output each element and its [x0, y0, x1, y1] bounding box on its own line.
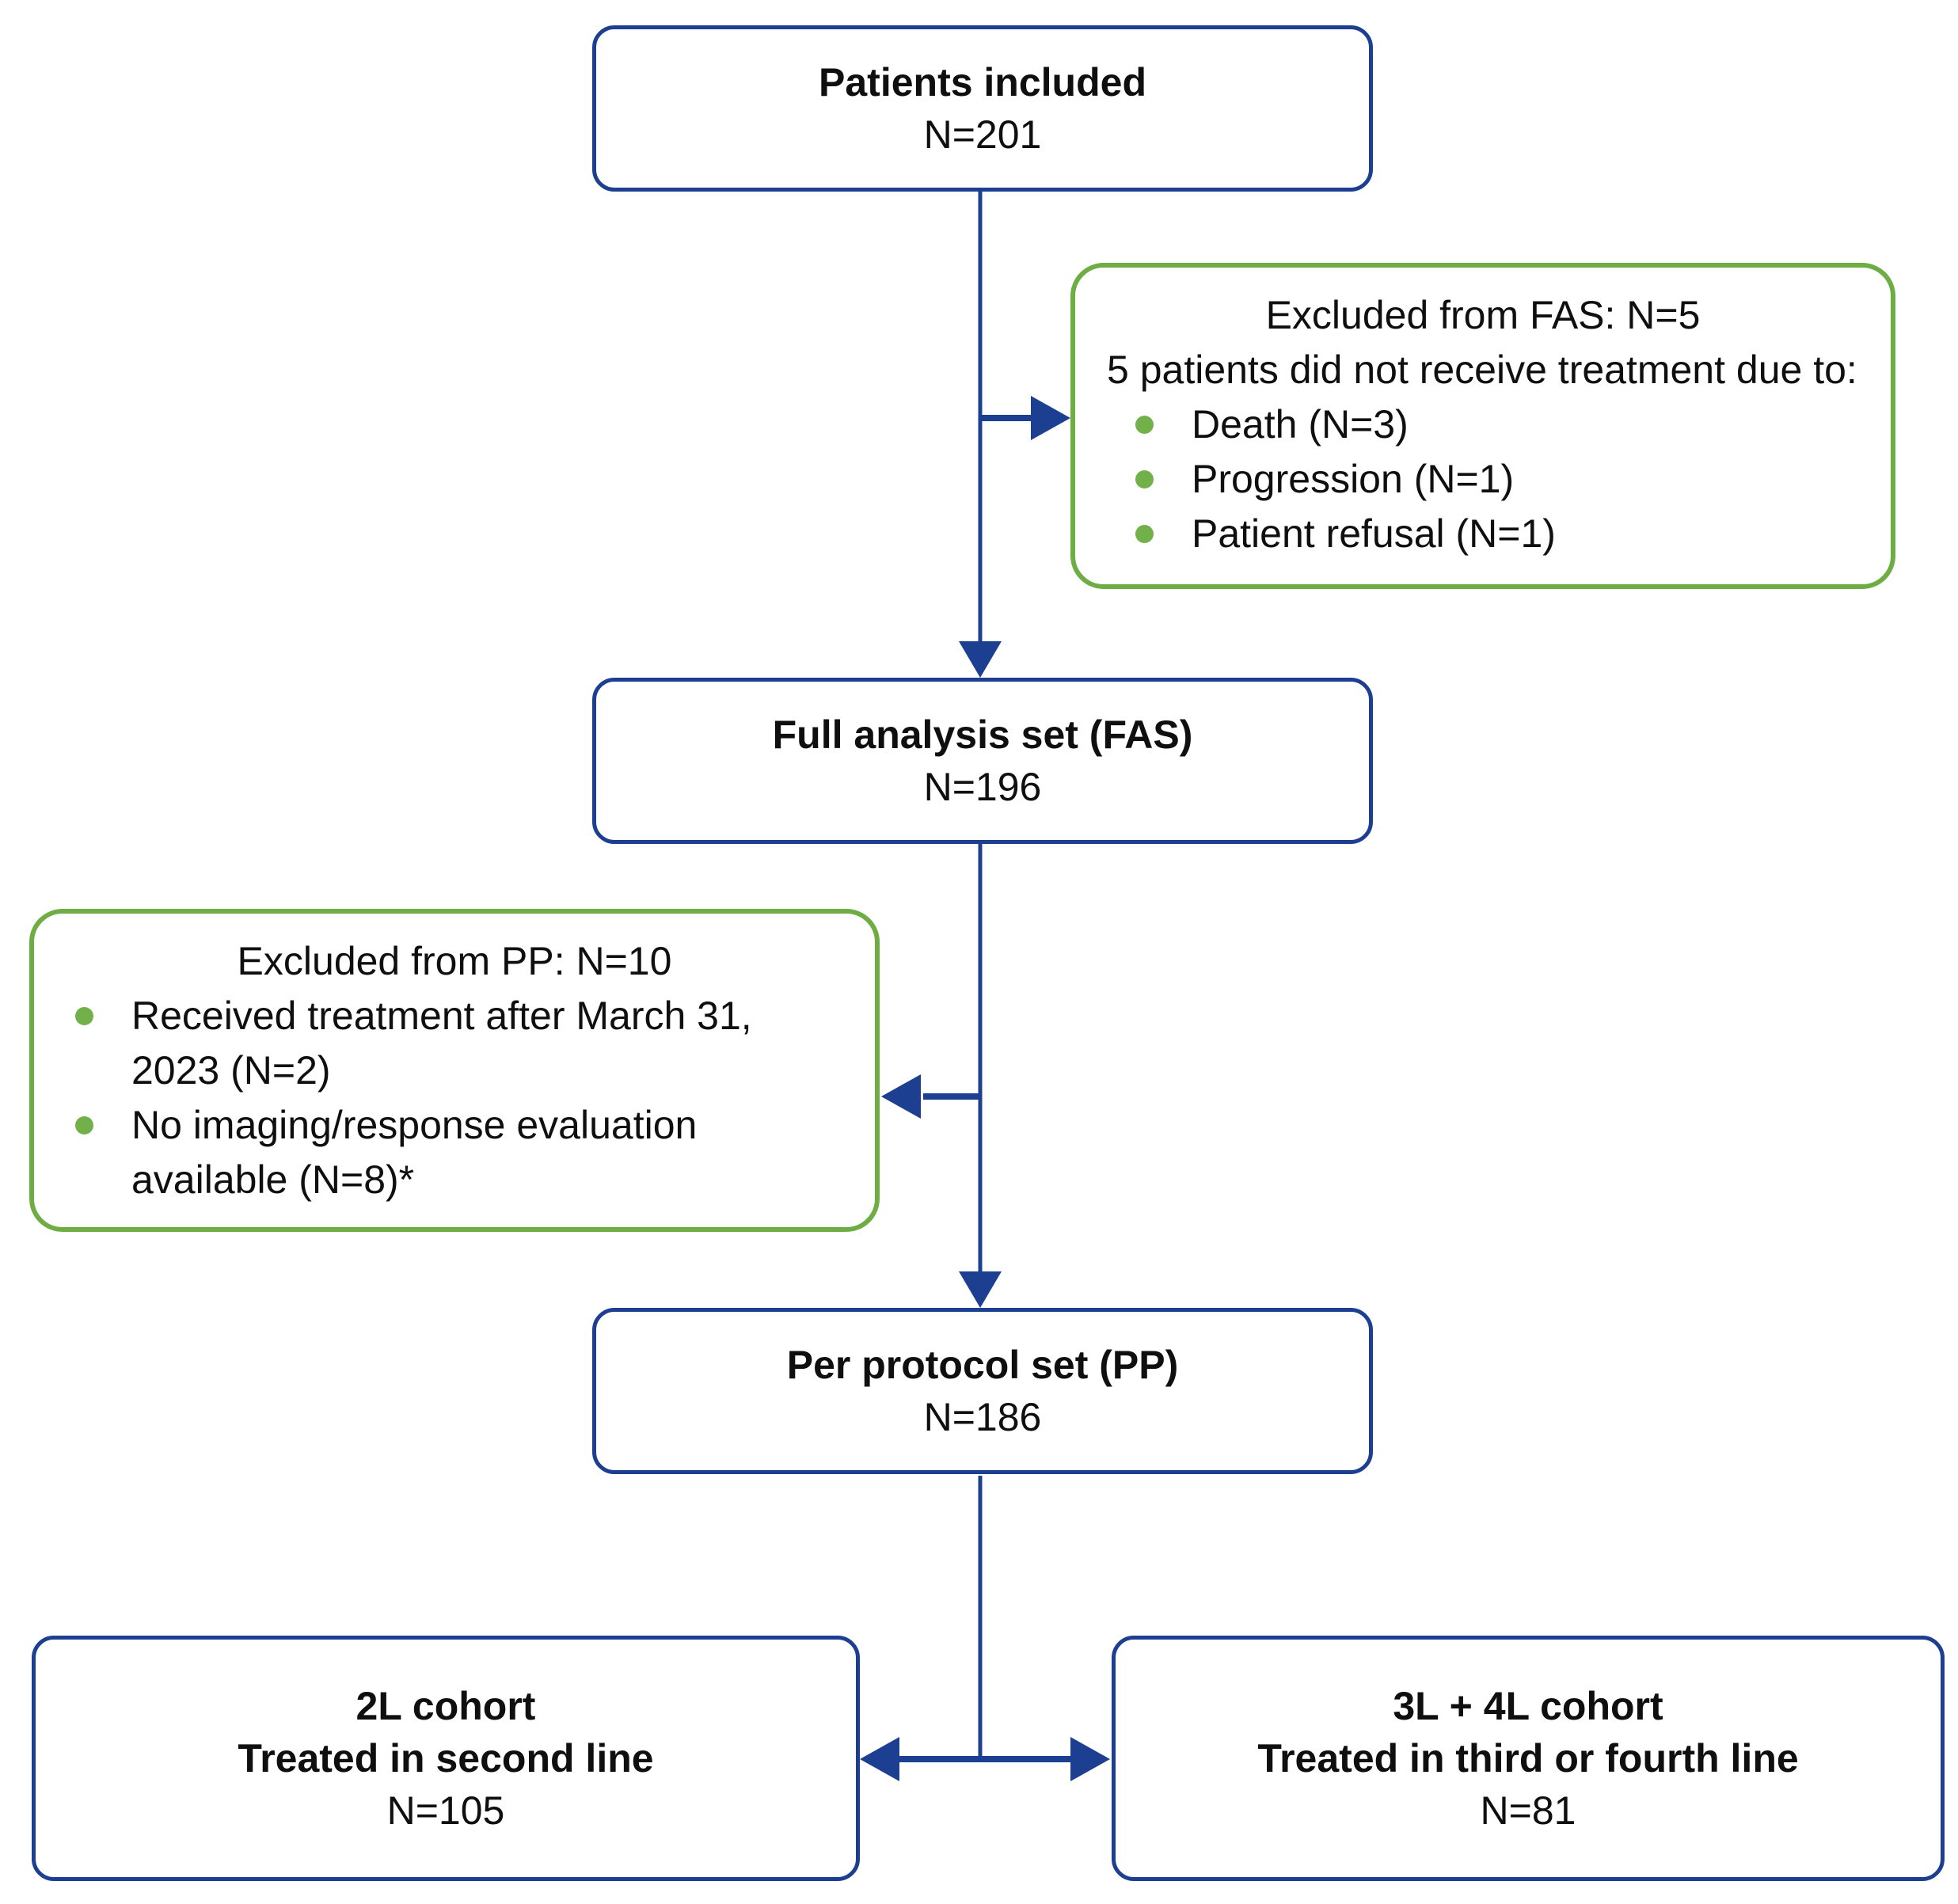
box-title: Patients included	[819, 60, 1146, 105]
box-subtitle: Treated in third or fourth line	[1257, 1736, 1799, 1780]
exclusion-title: Excluded from FAS: N=5	[1265, 293, 1701, 337]
exclusion-subtitle: 5 patients did not receive treatment due…	[1107, 348, 1857, 392]
list-item: Received treatment after March 31, 2023 …	[75, 989, 843, 1098]
box-title: Per protocol set (PP)	[786, 1343, 1179, 1387]
box-title: Full analysis set (FAS)	[772, 713, 1193, 757]
arrowhead-down-pp	[959, 1271, 1002, 1308]
box-per-protocol-set: Per protocol set (PP) N=186	[592, 1308, 1373, 1474]
bullet-icon	[1135, 416, 1154, 434]
box-n-value: N=201	[923, 112, 1042, 157]
box-title: 2L cohort	[355, 1684, 536, 1728]
arrowhead-right-3l4l	[1070, 1737, 1110, 1781]
list-item-text: Received treatment after March 31, 2023 …	[131, 994, 752, 1093]
list-item-text: Death (N=3)	[1192, 402, 1409, 447]
list-item-text: Progression (N=1)	[1192, 457, 1515, 501]
box-n-value: N=186	[923, 1395, 1042, 1439]
box-n-value: N=196	[923, 765, 1042, 809]
bullet-icon	[1135, 525, 1154, 543]
bullet-icon	[75, 1007, 93, 1025]
list-item: Patient refusal (N=1)	[1135, 507, 1859, 561]
list-item: Death (N=3)	[1135, 397, 1859, 452]
list-item: Progression (N=1)	[1135, 452, 1859, 507]
arrowhead-left-excluded-pp	[881, 1074, 921, 1119]
exclusion-list: Received treatment after March 31, 2023 …	[66, 989, 843, 1207]
bullet-icon	[75, 1116, 93, 1134]
box-n-value: N=81	[1480, 1788, 1576, 1833]
exclusion-title: Excluded from PP: N=10	[237, 939, 672, 983]
list-item-text: No imaging/response evaluation available…	[131, 1103, 698, 1202]
box-excluded-from-fas: Excluded from FAS: N=5 5 patients did no…	[1070, 263, 1895, 589]
box-title: 3L + 4L cohort	[1393, 1684, 1663, 1728]
box-2l-cohort: 2L cohort Treated in second line N=105	[32, 1636, 860, 1881]
arrowhead-left-2l	[860, 1737, 899, 1781]
box-patients-included: Patients included N=201	[592, 25, 1373, 192]
box-excluded-from-pp: Excluded from PP: N=10 Received treatmen…	[29, 909, 880, 1232]
exclusion-list: Death (N=3) Progression (N=1) Patient re…	[1107, 397, 1859, 561]
arrowhead-right-excluded-fas	[1031, 396, 1070, 440]
box-3l-4l-cohort: 3L + 4L cohort Treated in third or fourt…	[1112, 1636, 1945, 1881]
box-subtitle: Treated in second line	[238, 1736, 654, 1780]
arrowhead-down-fas	[959, 641, 1002, 678]
bullet-icon	[1135, 470, 1154, 488]
list-item: No imaging/response evaluation available…	[75, 1098, 843, 1207]
list-item-text: Patient refusal (N=1)	[1192, 511, 1556, 556]
box-n-value: N=105	[386, 1788, 505, 1833]
box-full-analysis-set: Full analysis set (FAS) N=196	[592, 678, 1373, 844]
